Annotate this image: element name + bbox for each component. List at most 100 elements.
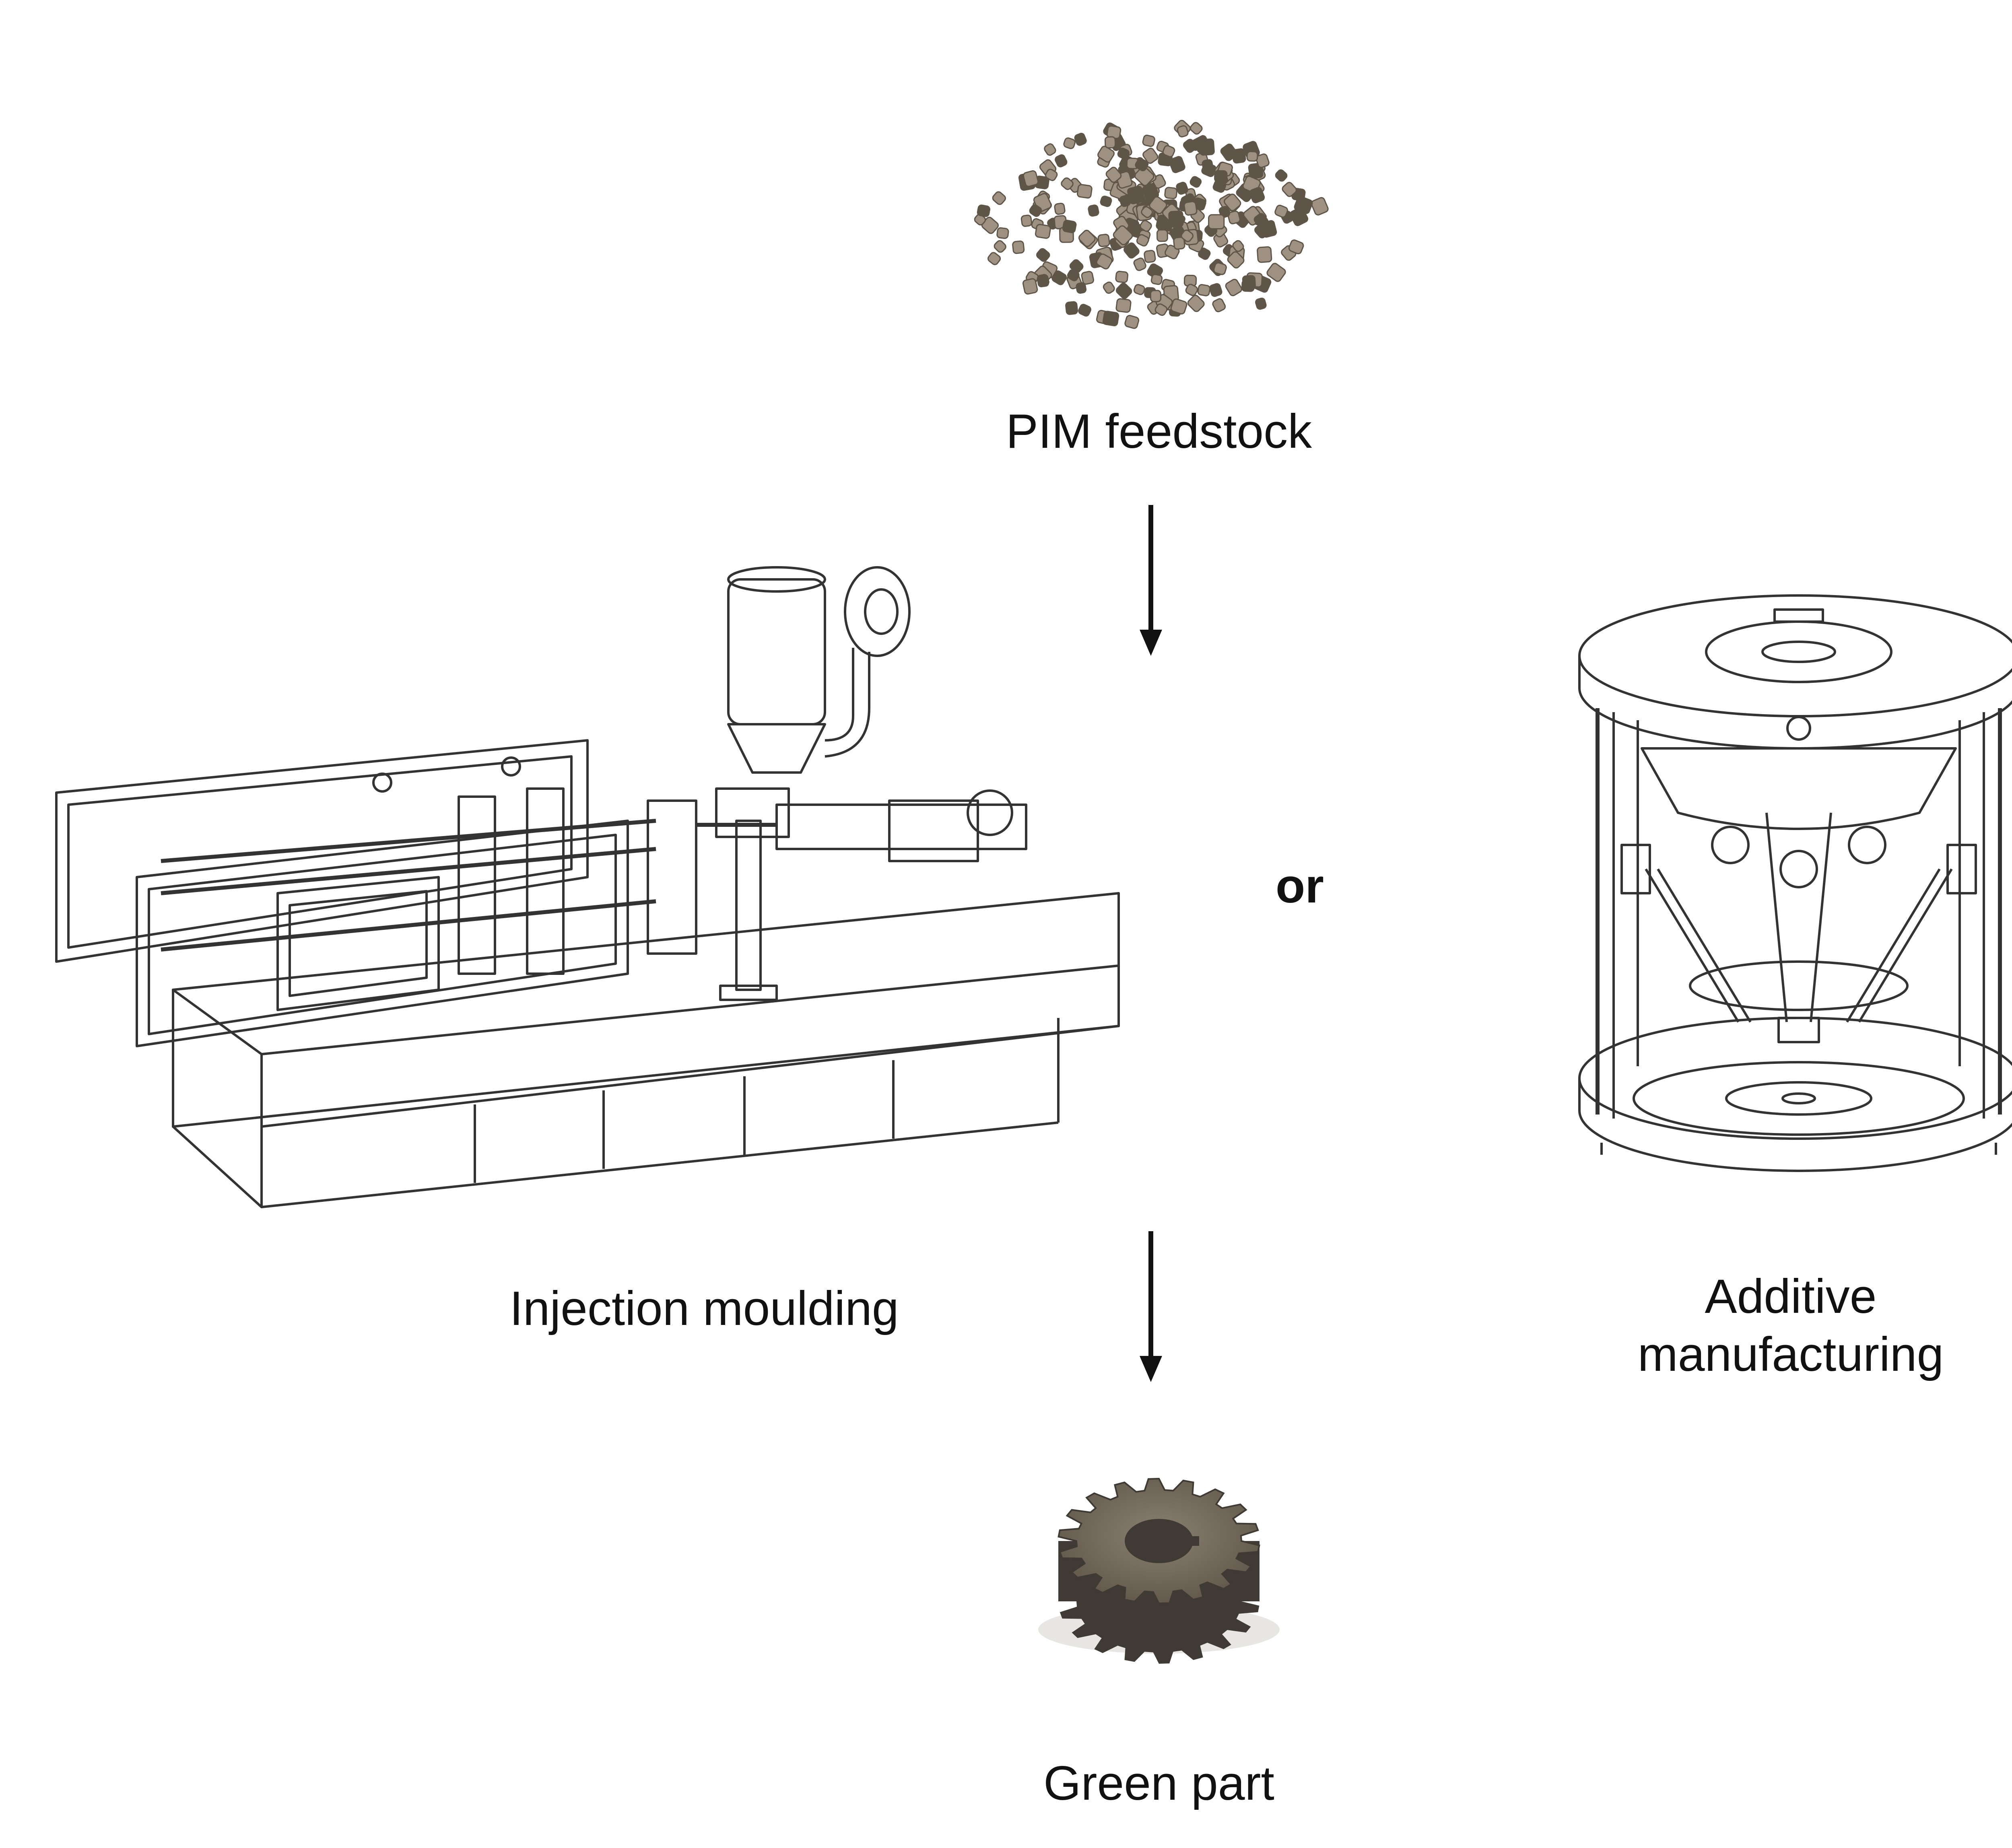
pellet bbox=[1291, 187, 1306, 201]
pellet bbox=[1172, 230, 1185, 243]
pellet bbox=[1162, 204, 1182, 224]
pellet bbox=[1243, 206, 1263, 226]
pellet bbox=[1061, 177, 1074, 190]
pellet bbox=[1181, 229, 1194, 242]
pellet bbox=[1230, 250, 1244, 263]
pellet bbox=[1154, 303, 1168, 316]
pellet bbox=[1103, 281, 1115, 294]
pellet bbox=[1118, 163, 1136, 181]
pellet bbox=[1124, 242, 1140, 259]
pellet bbox=[1169, 305, 1181, 317]
pellet bbox=[1036, 248, 1050, 262]
pellet bbox=[1149, 196, 1167, 214]
pellet bbox=[1128, 222, 1144, 238]
pellet bbox=[1177, 125, 1189, 138]
pellet bbox=[987, 252, 1001, 265]
pellet bbox=[1225, 196, 1241, 212]
pellet bbox=[1246, 151, 1258, 162]
pellet bbox=[1117, 147, 1130, 160]
pellet bbox=[1252, 274, 1272, 293]
pellet bbox=[1260, 220, 1277, 238]
pellet bbox=[1142, 134, 1155, 147]
pellet bbox=[1115, 179, 1132, 198]
pellet bbox=[1136, 201, 1150, 215]
pellet bbox=[1179, 199, 1193, 212]
pellet bbox=[1044, 143, 1056, 156]
pellet bbox=[1183, 201, 1198, 216]
pellet bbox=[1079, 231, 1098, 249]
pellet bbox=[1156, 294, 1173, 311]
pellet bbox=[1201, 162, 1217, 177]
pellet bbox=[1222, 244, 1237, 258]
pellet bbox=[1103, 311, 1119, 326]
pellet bbox=[1165, 221, 1182, 237]
pellet bbox=[1119, 195, 1131, 207]
pellet bbox=[1062, 220, 1077, 233]
pellet bbox=[1067, 269, 1080, 282]
pellet bbox=[1142, 183, 1159, 201]
pellet bbox=[1095, 246, 1114, 266]
pellet bbox=[1106, 125, 1121, 139]
pellet bbox=[1147, 263, 1163, 279]
pellet bbox=[1045, 169, 1058, 181]
pellet bbox=[1217, 161, 1233, 177]
pellet bbox=[1220, 143, 1238, 161]
pellet bbox=[1103, 178, 1117, 192]
pellet bbox=[1099, 250, 1110, 262]
pellet bbox=[1135, 158, 1149, 171]
pellet bbox=[1136, 204, 1152, 221]
pellet bbox=[1227, 210, 1241, 225]
down-arrow-icon bbox=[1140, 505, 1162, 656]
pellet bbox=[1132, 203, 1148, 220]
pellet bbox=[1224, 194, 1241, 211]
pellet bbox=[1035, 224, 1051, 239]
pellet bbox=[1059, 227, 1074, 243]
pellet bbox=[1213, 262, 1227, 275]
pellet bbox=[1105, 167, 1122, 183]
pellet bbox=[1078, 230, 1096, 247]
pellet bbox=[977, 204, 990, 217]
pellet bbox=[1212, 298, 1226, 313]
pellet bbox=[1124, 315, 1140, 329]
pellet bbox=[1144, 250, 1156, 263]
pellet bbox=[1190, 122, 1203, 135]
pellet bbox=[1029, 204, 1042, 217]
pellet bbox=[1169, 156, 1185, 173]
pellet bbox=[1246, 272, 1263, 288]
pellet bbox=[1211, 221, 1227, 237]
pellet bbox=[1115, 271, 1129, 283]
pellet bbox=[1116, 202, 1135, 222]
pellet bbox=[1172, 213, 1185, 226]
pellet bbox=[1274, 204, 1288, 218]
pellet bbox=[1101, 247, 1113, 260]
pellet bbox=[1097, 234, 1110, 247]
pim-feedstock-label: PIM feedstock bbox=[1006, 404, 1312, 458]
pellet bbox=[1214, 161, 1233, 180]
pellet bbox=[1158, 152, 1173, 167]
pellet bbox=[1156, 214, 1174, 231]
pellet bbox=[1233, 211, 1250, 228]
pellet bbox=[1280, 210, 1294, 224]
pellet bbox=[1311, 197, 1329, 216]
pellet bbox=[1150, 274, 1163, 285]
pellet bbox=[1204, 224, 1218, 237]
pellet bbox=[1243, 174, 1258, 190]
down-arrow-icon bbox=[1140, 1231, 1162, 1382]
pellet bbox=[1012, 240, 1025, 254]
pellet bbox=[1193, 194, 1207, 207]
pellet bbox=[1133, 284, 1145, 295]
pellet bbox=[1189, 138, 1202, 151]
pellet bbox=[1146, 202, 1158, 213]
pellet bbox=[1253, 213, 1269, 228]
pellet bbox=[1257, 246, 1272, 263]
pellet bbox=[1228, 246, 1245, 261]
pellet bbox=[1183, 138, 1197, 153]
pellet bbox=[1096, 310, 1112, 325]
pellet bbox=[1115, 298, 1132, 313]
pellet bbox=[1126, 205, 1140, 219]
pellet bbox=[1034, 266, 1052, 284]
pellet bbox=[1022, 278, 1038, 295]
pellet bbox=[1119, 144, 1132, 157]
pellet bbox=[1189, 176, 1202, 188]
pellet bbox=[1020, 214, 1033, 227]
